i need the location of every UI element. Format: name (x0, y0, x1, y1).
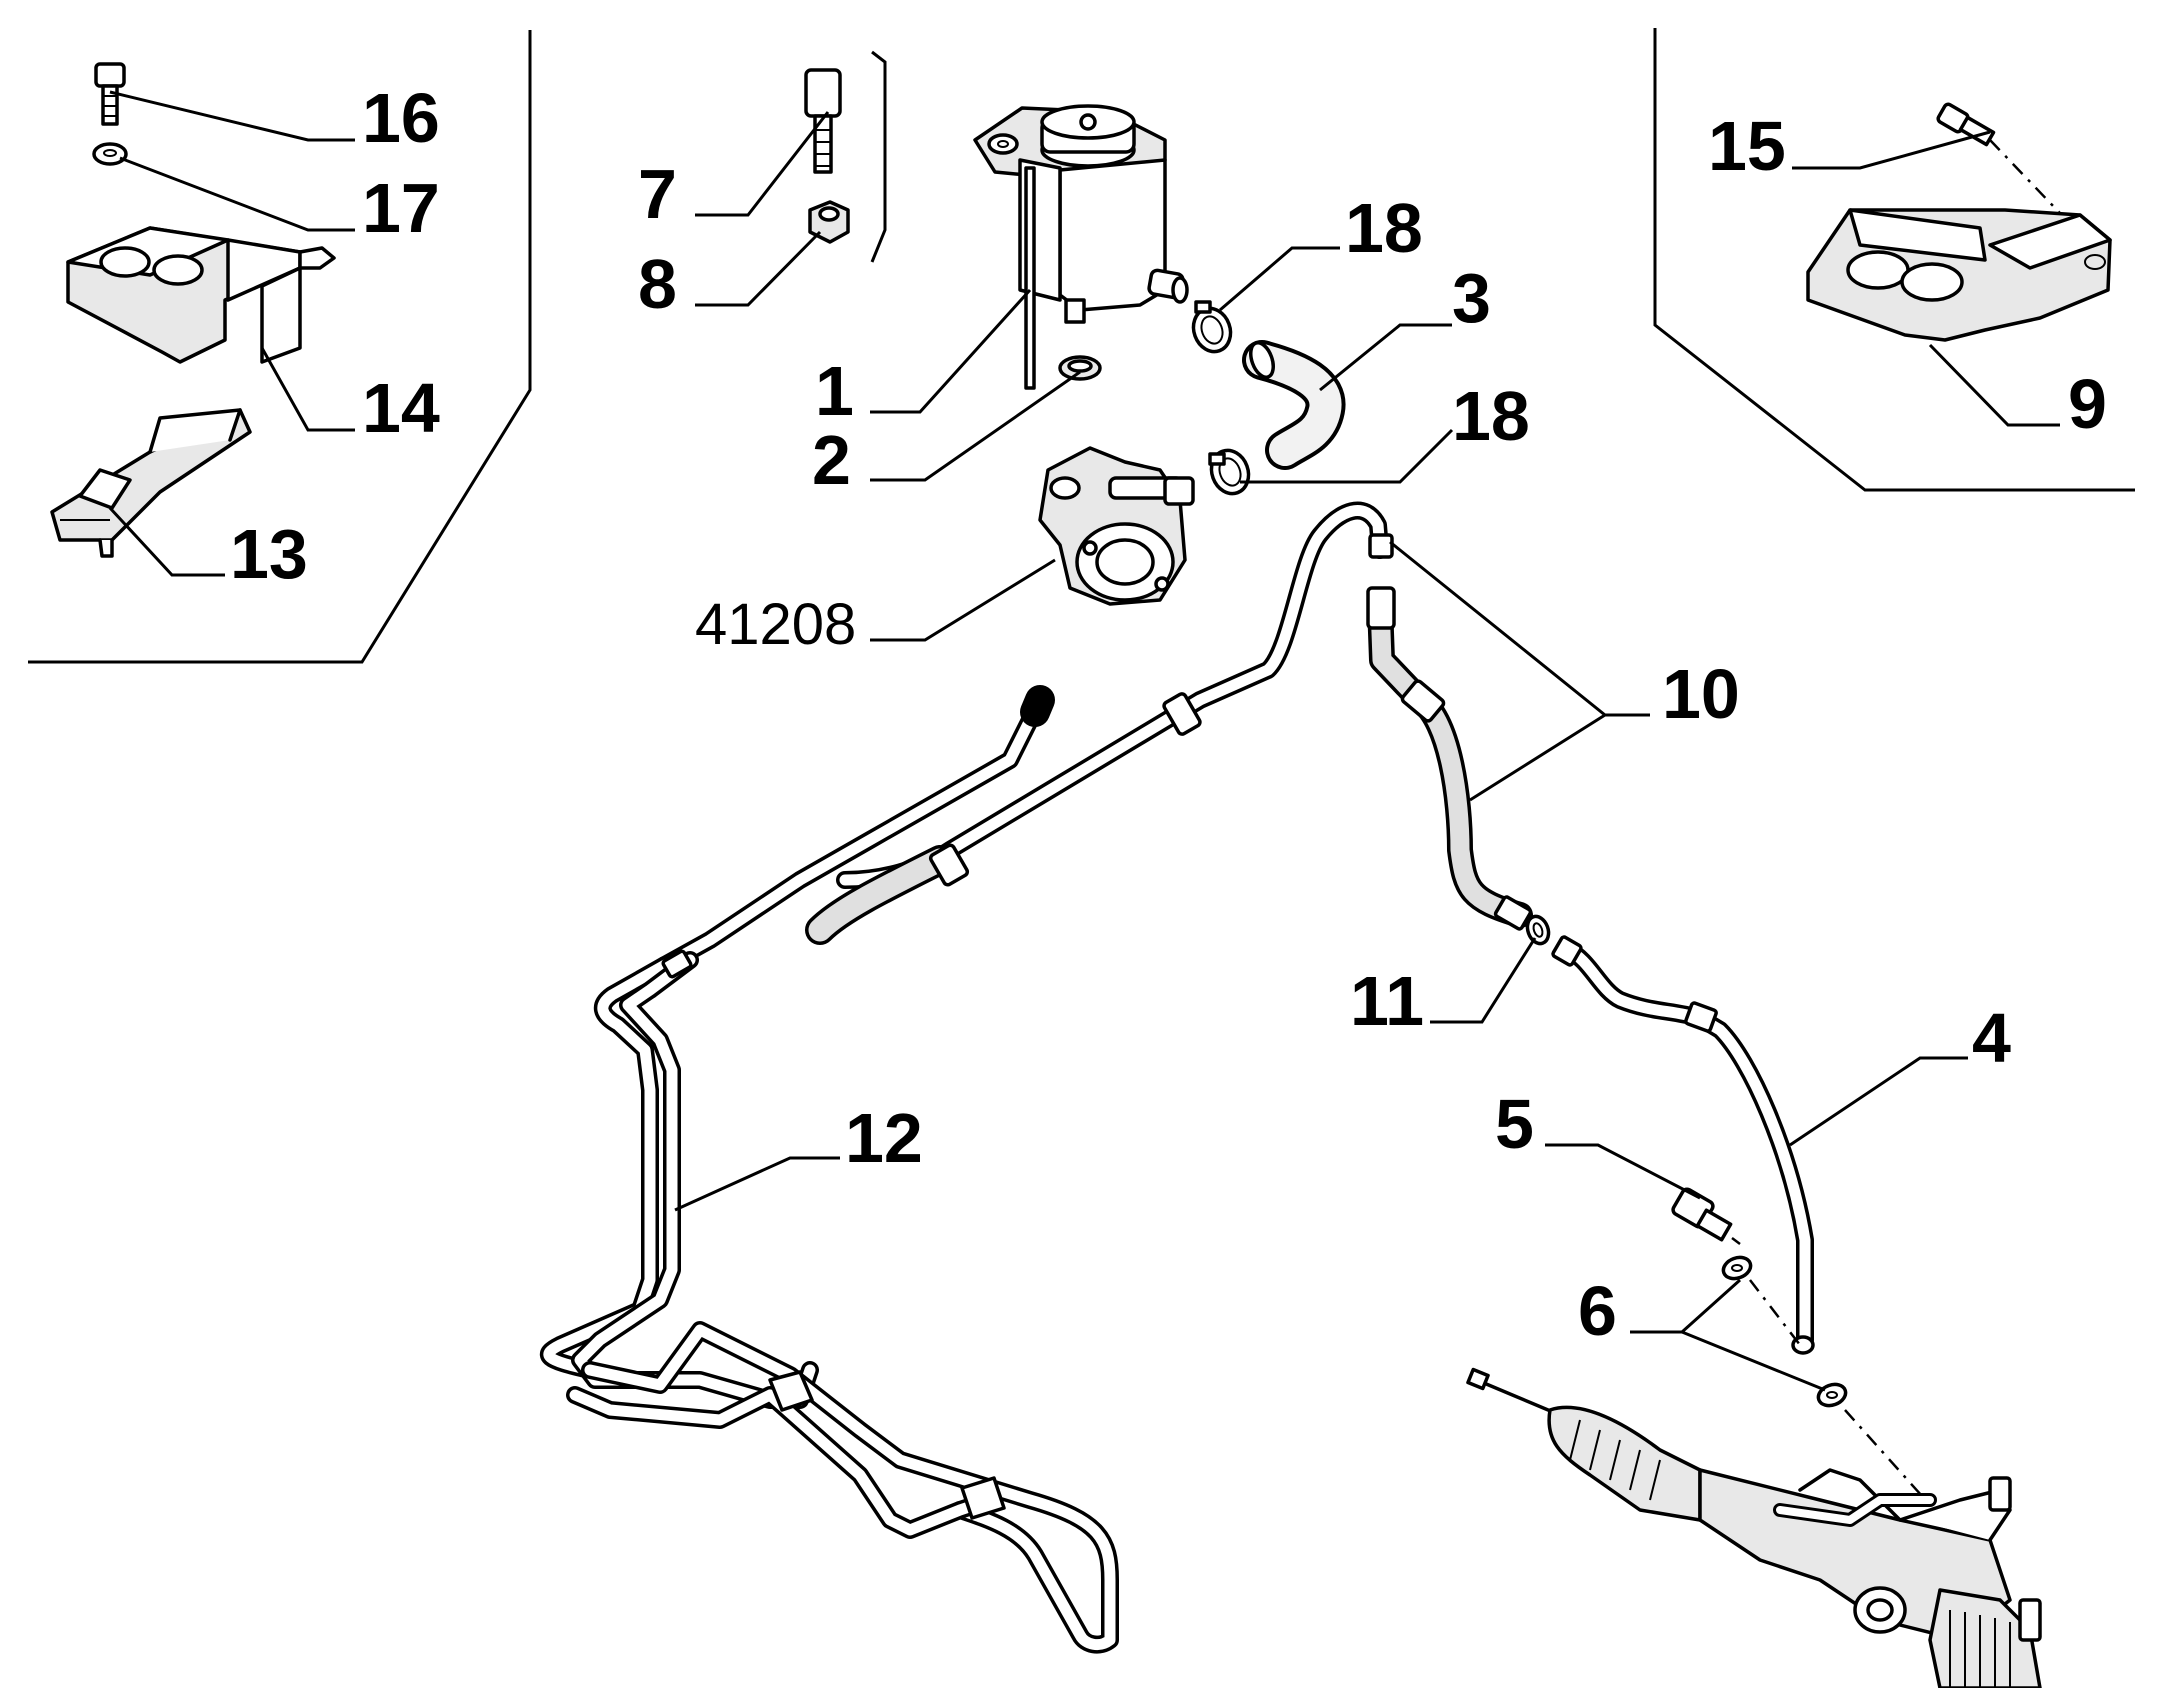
callout-8: 8 (638, 245, 677, 323)
pipe-assembly-part-12 (539, 685, 1119, 1654)
detail-frame-right (1653, 28, 2135, 492)
reservoir-part-1 (973, 104, 1189, 390)
callout-9: 9 (2068, 365, 2107, 443)
callout-6: 6 (1578, 1272, 1617, 1350)
callout-7: 7 (638, 155, 677, 233)
hose-clamp-part-18-lower (1208, 448, 1251, 496)
washer-part-17 (92, 142, 128, 166)
callout-14: 14 (362, 369, 440, 447)
callout-18-lower: 18 (1452, 377, 1530, 455)
pipe-clamp-bracket-part-14 (66, 226, 336, 364)
return-pipe-part-4 (1551, 935, 1815, 1355)
steering-rack (1466, 1367, 2042, 1688)
suction-hose-part-3 (1242, 340, 1346, 470)
washer-part-6-lower (1816, 1382, 1931, 1506)
callout-17: 17 (362, 169, 440, 247)
callout-11: 11 (1350, 962, 1424, 1040)
washer-part-6-upper (1721, 1255, 1801, 1346)
callout-13: 13 (230, 515, 308, 593)
delivery-hose-part-10 (805, 501, 1533, 945)
seal-part-11 (1525, 914, 1551, 946)
callout-10: 10 (1662, 655, 1740, 733)
callout-16: 16 (362, 79, 440, 157)
pump-ref-41208 (1038, 446, 1195, 606)
callout-15: 15 (1708, 107, 1786, 185)
detail-frame-left (28, 30, 532, 664)
bolt-part-16 (94, 62, 126, 126)
detail-bracket-reservoir (870, 50, 887, 263)
callout-4: 4 (1972, 999, 2011, 1077)
bracket-part-9 (1806, 208, 2112, 342)
hose-clamp-part-18-upper (1191, 300, 1233, 354)
callout-3: 3 (1452, 259, 1491, 337)
callout-18-upper: 18 (1345, 189, 1423, 267)
bolt-part-7 (804, 68, 842, 174)
seal-ring-part-2 (1058, 355, 1102, 381)
callout-labels: 16 17 14 13 7 8 1 2 41208 18 3 18 15 9 1… (230, 79, 2107, 1350)
clip-part-13 (50, 408, 252, 558)
callout-1: 1 (815, 352, 854, 430)
callout-2: 2 (812, 421, 851, 499)
banjo-bolt-part-5 (1671, 1187, 1741, 1245)
callout-5: 5 (1495, 1085, 1534, 1163)
callout-12: 12 (845, 1099, 923, 1177)
leader-lines (108, 90, 2060, 1392)
callout-41208: 41208 (695, 592, 856, 657)
